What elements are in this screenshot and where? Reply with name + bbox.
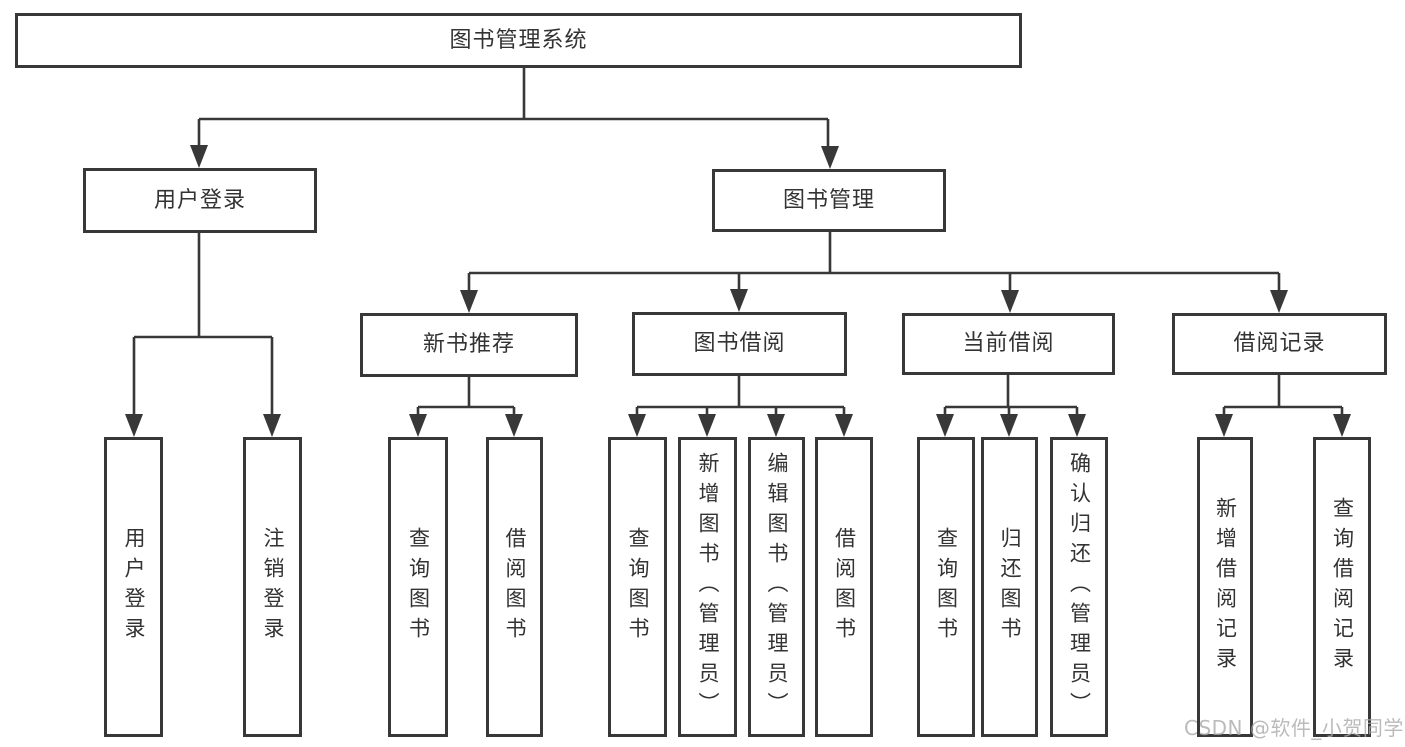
csdn-watermark: CSDN @软件_小贺同学 [1184, 716, 1404, 740]
leaf-borrow-books-recommend: 借阅图书 [486, 437, 543, 737]
arrowhead-icons [125, 145, 1351, 437]
node-borrow-records: 借阅记录 [1172, 313, 1387, 375]
arrowhead-icon [1215, 414, 1233, 437]
arrowhead-icon [460, 290, 478, 313]
arrowhead-icon [821, 146, 839, 169]
arrowhead-icon [1000, 414, 1018, 437]
node-book-management: 图书管理 [712, 169, 946, 232]
arrowhead-icon [835, 414, 853, 437]
node-library-system: 图书管理系统 [15, 13, 1022, 68]
arrowhead-icon [628, 414, 646, 437]
arrowhead-icon [263, 414, 281, 437]
arrowhead-icon [409, 414, 427, 437]
leaf-query-books-current: 查询图书 [917, 437, 975, 737]
edge-newbookrec-to-leaves [416, 377, 516, 417]
arrowhead-icon [1270, 290, 1288, 313]
edge-userlogin-to-leaves [132, 233, 274, 417]
leaf-query-books-recommend: 查询图书 [388, 437, 448, 737]
arrowhead-icon [936, 414, 954, 437]
leaf-add-books-admin: 新增图书（管理员） [678, 437, 737, 737]
arrowhead-icon [730, 289, 748, 312]
arrowhead-icon [125, 414, 143, 437]
arrowhead-icon [190, 145, 208, 168]
leaf-return-books: 归还图书 [981, 437, 1038, 737]
arrowhead-icon [767, 414, 785, 437]
leaf-query-borrow-record: 查询借阅记录 [1313, 437, 1371, 737]
leaf-logout-login: 注销登录 [243, 437, 302, 737]
leaf-add-borrow-record: 新增借阅记录 [1197, 437, 1253, 737]
edge-root-to-level2 [197, 68, 830, 149]
node-new-book-recommend: 新书推荐 [360, 313, 578, 377]
leaf-user-login: 用户登录 [104, 437, 163, 737]
arrowhead-icon [1001, 290, 1019, 313]
arrowhead-icon [698, 414, 716, 437]
leaf-confirm-return-admin: 确认归还（管理员） [1050, 437, 1108, 737]
node-book-borrow: 图书借阅 [632, 312, 847, 376]
leaf-borrow-books: 借阅图书 [815, 437, 873, 737]
leaf-edit-books-admin: 编辑图书（管理员） [748, 437, 805, 737]
edge-currentborrow-to-leaves [943, 375, 1079, 417]
edge-borrowrecords-to-leaves [1222, 375, 1344, 417]
edge-bookborrow-to-leaves [635, 376, 846, 417]
node-user-login: 用户登录 [83, 168, 317, 233]
node-current-borrow: 当前借阅 [902, 313, 1115, 375]
arrowhead-icon [505, 414, 523, 437]
edge-bookmgmt-to-level3 [467, 232, 1281, 292]
arrowhead-icon [1068, 414, 1086, 437]
leaf-query-books-borrow: 查询图书 [608, 437, 667, 737]
arrowhead-icon [1333, 414, 1351, 437]
